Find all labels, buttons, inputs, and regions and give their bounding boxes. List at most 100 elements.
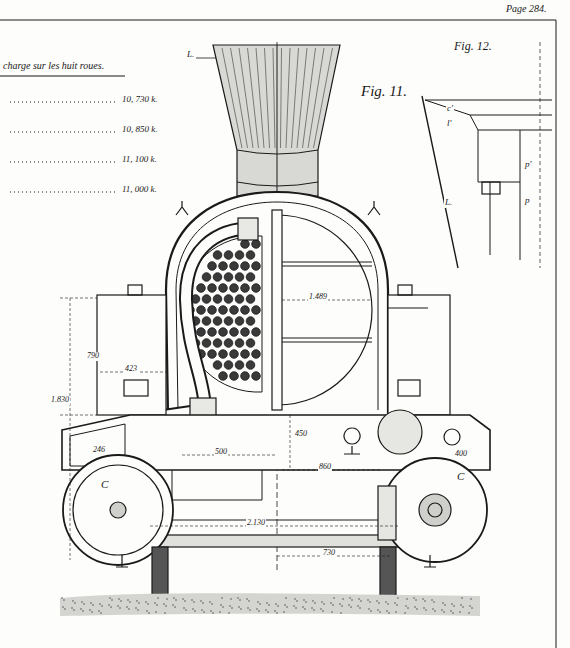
boiler-tube	[235, 339, 244, 348]
flute	[303, 48, 316, 148]
part-letter: c'	[446, 104, 454, 114]
ground-texture	[397, 597, 399, 599]
boiler-tube	[208, 350, 217, 359]
ground-texture	[249, 609, 251, 611]
ground-texture	[405, 605, 407, 607]
boiler-tube	[252, 262, 261, 271]
boiler-tube	[235, 273, 244, 282]
ground-texture	[386, 610, 388, 612]
ground-texture	[172, 604, 174, 606]
table-cell: 10, 730 k.	[121, 95, 159, 105]
ground-texture	[166, 598, 168, 600]
boiler-tube	[213, 361, 222, 370]
ground-texture	[91, 611, 93, 613]
ground-texture	[155, 611, 157, 613]
boiler-tube	[224, 317, 233, 326]
ground-texture	[394, 602, 396, 604]
dimension: 860	[318, 463, 332, 472]
boiler-tube	[241, 372, 250, 381]
part-letter: p'	[524, 160, 532, 170]
flute	[314, 48, 333, 148]
ground-texture	[83, 603, 85, 605]
ground-texture	[135, 607, 137, 609]
boiler-tube	[197, 306, 206, 315]
boiler-tube	[202, 273, 211, 282]
boiler-tube	[224, 361, 233, 370]
table-cell: 11, 000 k.	[121, 185, 158, 195]
boiler-tube	[219, 350, 228, 359]
ground-texture	[73, 609, 75, 611]
ground-texture	[283, 611, 285, 613]
part-letter: p	[524, 196, 531, 206]
ground-texture	[81, 601, 83, 603]
boiler-tube	[230, 306, 239, 315]
boiler-tube	[241, 350, 250, 359]
ground-texture	[277, 605, 279, 607]
boiler-tube	[219, 372, 228, 381]
part-letter: C	[456, 470, 465, 482]
ground-texture	[333, 597, 335, 599]
ground-texture	[286, 606, 288, 608]
ground-texture	[61, 597, 63, 599]
ground-texture	[163, 603, 165, 605]
ground-texture	[108, 604, 110, 606]
ground-texture	[266, 602, 268, 604]
ground-texture	[407, 607, 409, 609]
ground-texture	[296, 600, 298, 602]
boiler-tube	[241, 306, 250, 315]
ground-texture	[92, 604, 94, 606]
ground-texture	[312, 600, 314, 602]
ground-texture	[201, 609, 203, 611]
ground-texture	[422, 598, 424, 600]
flute	[292, 48, 299, 148]
ground-texture	[379, 611, 381, 613]
ground-texture	[451, 603, 453, 605]
ground-texture	[368, 608, 370, 610]
ground-texture	[203, 611, 205, 613]
ground-texture	[322, 610, 324, 612]
ground-texture	[330, 602, 332, 604]
ground-texture	[211, 603, 213, 605]
table-cell: 10, 850 k.	[121, 125, 159, 135]
ground-texture	[90, 602, 92, 604]
boiler-tube	[213, 273, 222, 282]
ground-texture	[459, 611, 461, 613]
ground-texture	[358, 598, 360, 600]
ground-texture	[423, 607, 425, 609]
ground-texture	[247, 607, 249, 609]
ground-texture	[313, 609, 315, 611]
ground-texture	[183, 607, 185, 609]
ground-texture	[184, 600, 186, 602]
ground-texture	[450, 610, 452, 612]
boiler-tube	[197, 284, 206, 293]
flute	[281, 48, 282, 148]
ground-texture	[351, 599, 353, 601]
part-letter: C	[100, 478, 109, 490]
ground-texture	[111, 599, 113, 601]
ground-texture	[146, 610, 148, 612]
ground-texture	[200, 600, 202, 602]
boiler-tube	[246, 295, 255, 304]
ground-texture	[71, 607, 73, 609]
ground-texture	[377, 609, 379, 611]
ground-texture	[89, 609, 91, 611]
ground-texture	[416, 608, 418, 610]
boiler-tube	[224, 251, 233, 260]
ground-texture	[332, 604, 334, 606]
ground-texture	[320, 608, 322, 610]
ground-texture	[156, 604, 158, 606]
boiler-tube	[202, 295, 211, 304]
boiler-tube	[252, 240, 261, 249]
ground-texture	[145, 601, 147, 603]
ground-texture	[265, 609, 267, 611]
ground-texture	[221, 597, 223, 599]
boiler-tube	[246, 339, 255, 348]
part-letter: l'	[446, 119, 452, 129]
ground-texture	[256, 608, 258, 610]
ground-texture	[415, 599, 417, 601]
ground-texture	[117, 605, 119, 607]
ground-texture	[165, 605, 167, 607]
ground-texture	[433, 601, 435, 603]
boiler-tube	[219, 262, 228, 271]
